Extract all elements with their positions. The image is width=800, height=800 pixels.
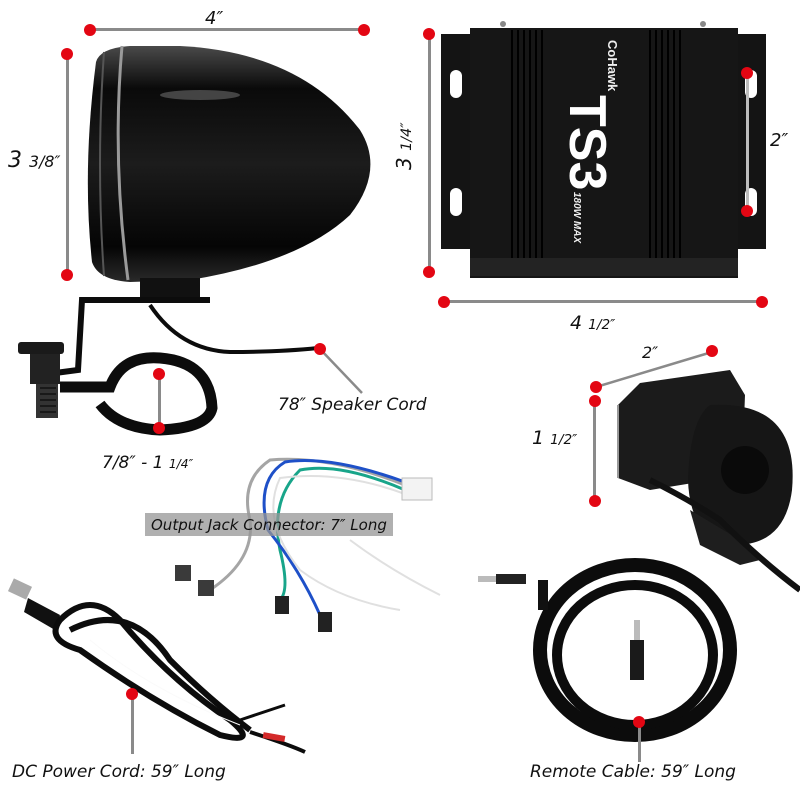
remote-width-marker-right: [706, 345, 718, 357]
remote-height-label: 1 1/2″: [532, 427, 577, 449]
remote-height-marker-bottom: [589, 495, 601, 507]
amp-slot-marker-bottom: [741, 205, 753, 217]
amp-slot-label: 2″: [770, 130, 789, 151]
amp-width-marker-left: [438, 296, 450, 308]
speaker-width-marker-right: [358, 24, 370, 36]
clamp-range-label: 7/8″ - 1 1/4″: [102, 453, 193, 473]
clamp-range-main: 7/8″ - 1: [102, 453, 164, 473]
remote-width-marker-left: [590, 381, 602, 393]
clamp-range-fraction: 1/4″: [168, 457, 194, 471]
dc-power-marker: [126, 688, 138, 700]
remote-cable-label: Remote Cable: 59″ Long: [530, 762, 736, 782]
speaker-width-marker-left: [84, 24, 96, 36]
speaker-height-line: [66, 56, 69, 276]
remote-width-label: 2″: [642, 343, 659, 362]
speaker-height-whole: 3: [8, 148, 22, 173]
amp-slot-marker-top: [741, 67, 753, 79]
speaker-height-label: 3 3/8″: [8, 148, 60, 173]
output-jack-banner: Output Jack Connector: 7″ Long: [145, 513, 393, 536]
remote-height-line: [593, 402, 596, 502]
speaker-cord-marker: [314, 343, 326, 355]
speaker-height-marker-bottom: [61, 269, 73, 281]
remote-height-marker-top: [589, 395, 601, 407]
clamp-marker-bottom: [153, 422, 165, 434]
amp-slot-line: [746, 75, 749, 211]
speaker-width-line: [92, 28, 364, 31]
amp-width-marker-right: [756, 296, 768, 308]
output-jack-label: Output Jack Connector: 7″ Long: [151, 516, 387, 534]
clamp-marker-top: [153, 368, 165, 380]
clamp-dimension-line: [158, 376, 161, 428]
amp-height-marker-top: [423, 28, 435, 40]
amp-height-marker-bottom: [423, 266, 435, 278]
amp-height-line: [428, 35, 431, 273]
dc-power-label: DC Power Cord: 59″ Long: [12, 762, 226, 782]
speaker-height-marker-top: [61, 48, 73, 60]
amp-width-whole: 4: [570, 312, 583, 334]
amp-width-fraction: 1/2″: [588, 317, 616, 333]
dc-power-leader: [131, 694, 134, 754]
remote-cable-leader: [638, 724, 641, 762]
amp-width-line: [443, 300, 765, 303]
remote-height-whole: 1: [532, 427, 545, 449]
remote-height-fraction: 1/2″: [550, 432, 578, 448]
amp-width-label: 4 1/2″: [570, 312, 615, 334]
speaker-width-label: 4″: [205, 8, 224, 29]
speaker-cord-label: 78″ Speaker Cord: [278, 395, 427, 415]
speaker-height-fraction: 3/8″: [29, 152, 61, 171]
remote-cable-marker: [633, 716, 645, 728]
